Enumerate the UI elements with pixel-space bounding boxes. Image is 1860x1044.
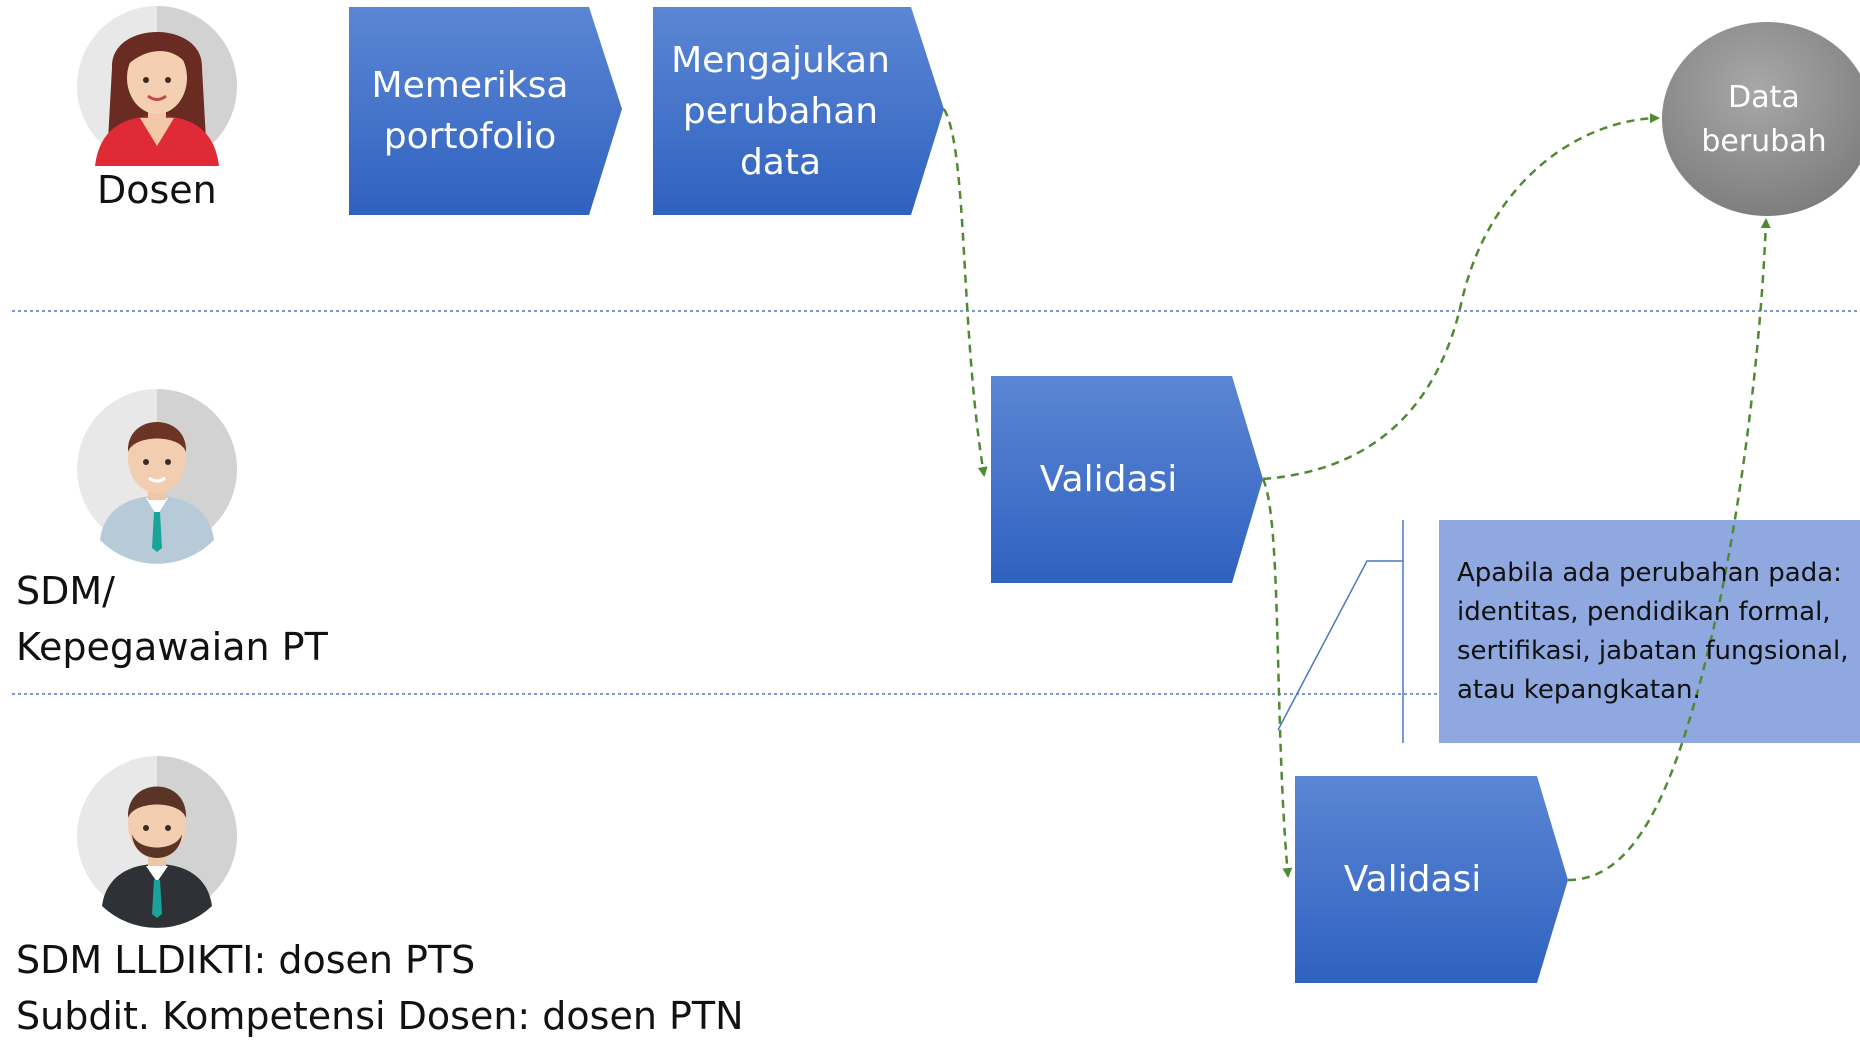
woman-avatar-icon xyxy=(77,6,237,166)
step-label-line: data xyxy=(739,141,822,183)
annotation-callout-line xyxy=(1277,560,1403,731)
step-label-line: Validasi xyxy=(1343,859,1482,900)
step-validasi-lldikti-shape xyxy=(1295,776,1568,983)
step-label-line: Validasi xyxy=(1039,459,1178,500)
lane-label-line: Kepegawaian PT xyxy=(16,625,328,669)
note-line: identitas, pendidikan formal, xyxy=(1457,597,1831,627)
bearded-man-avatar-icon xyxy=(77,756,237,928)
step-validasi-pt-label: Validasi xyxy=(991,376,1226,583)
step-label-line: Mengajukan xyxy=(671,39,890,81)
step-validasi-lldikti-label: Validasi xyxy=(1295,776,1530,983)
end-node-label-line: berubah xyxy=(1701,124,1827,159)
lane-label-line: Subdit. Kompetensi Dosen: dosen PTN xyxy=(16,994,744,1038)
step-label-line: perubahan xyxy=(682,90,879,132)
end-node-label-line: Data xyxy=(1728,80,1800,115)
lane-label-line: SDM LLDIKTI: dosen PTS xyxy=(16,938,476,982)
lane-label-line: Dosen xyxy=(97,168,217,212)
annotation-note-text: Apabila ada perubahan pada: identitas, p… xyxy=(1457,554,1857,710)
connector-validasi-pt-to-validasi-lldikti xyxy=(1261,478,1293,878)
lane-label-lldikti: SDM LLDIKTI: dosen PTS Subdit. Kompetens… xyxy=(16,932,744,1044)
connector-validasi-pt-to-data-berubah xyxy=(1262,113,1660,481)
note-line: Apabila ada perubahan pada: xyxy=(1457,558,1842,588)
lane-label-sdm-pt: SDM/ Kepegawaian PT xyxy=(16,563,328,675)
step-mengajukan-shape xyxy=(653,7,944,215)
end-node-data-berubah xyxy=(1662,22,1860,216)
step-mengajukan-label: Mengajukan perubahan data xyxy=(653,7,908,215)
annotation-note-box xyxy=(1439,520,1860,743)
note-line: sertifikasi, jabatan fungsional, xyxy=(1457,636,1849,666)
connector-validasi-lldikti-to-data-berubah xyxy=(1567,218,1771,882)
lane-label-line: SDM/ xyxy=(16,569,115,613)
step-memeriksa-shape xyxy=(349,7,622,215)
step-label-line: Memeriksa xyxy=(371,65,569,106)
note-line: atau kepangkatan. xyxy=(1457,675,1701,705)
connector-mengajukan-to-validasi-pt xyxy=(942,108,988,477)
lane-label-dosen: Dosen xyxy=(97,162,217,218)
step-validasi-pt-shape xyxy=(991,376,1263,583)
step-label-line: portofolio xyxy=(383,116,557,157)
end-node-label: Data berubah xyxy=(1668,40,1860,200)
step-memeriksa-label: Memeriksa portofolio xyxy=(355,7,585,215)
man-avatar-icon xyxy=(77,389,237,564)
